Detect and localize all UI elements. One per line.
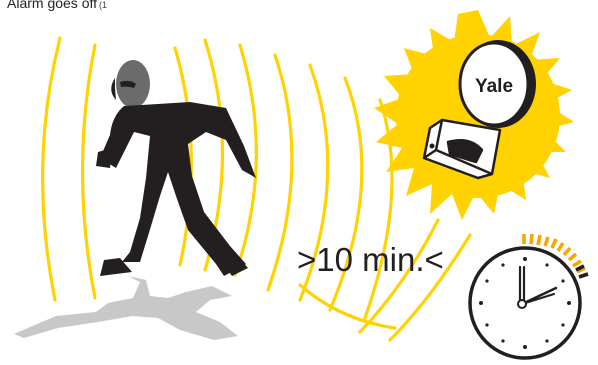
figure-shadow <box>14 276 238 340</box>
intruder-figure <box>96 60 256 276</box>
yale-logo: Yale <box>475 76 513 97</box>
timer-label: >10 min.< <box>297 240 444 280</box>
caption: Alarm goes off(1 <box>7 0 107 14</box>
clock-icon <box>470 234 588 358</box>
caption-footnote: (1 <box>99 0 107 10</box>
caption-text: Alarm goes off <box>7 0 97 11</box>
yale-siren-device: Yale <box>460 40 536 128</box>
